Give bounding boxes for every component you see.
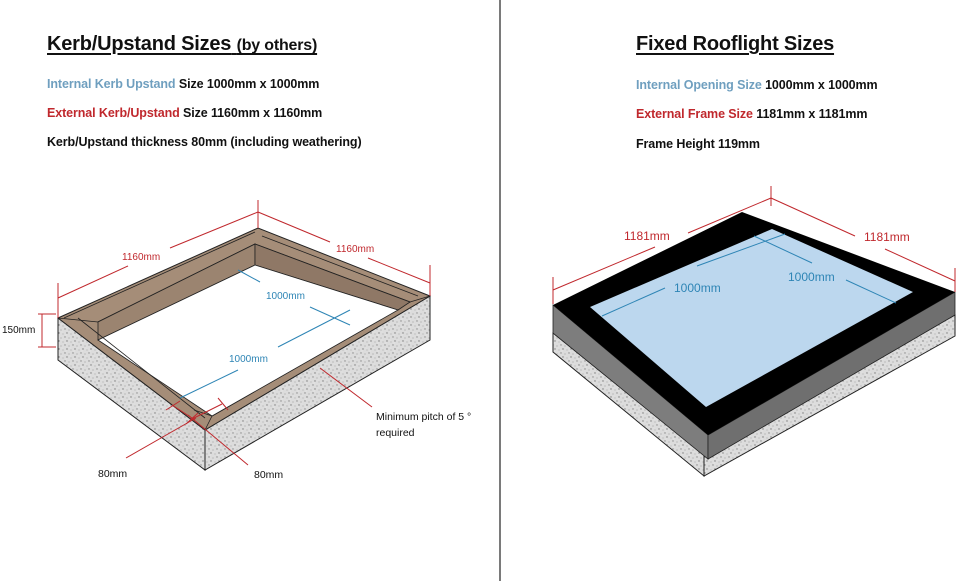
rooflight-spec-height-value: Frame Height 119mm	[636, 137, 760, 151]
dim-external-right	[257, 211, 431, 296]
rooflight-spec-external: External Frame Size 1181mm x 1181mm	[636, 107, 867, 121]
kerb-title-suffix: (by others)	[236, 37, 318, 54]
dim-height-label: 150mm	[2, 325, 35, 336]
kerb-diagram: 1160mm 1160mm 150mm 1000mm 1000mm	[2, 200, 471, 481]
rooflight-spec-external-label: External Frame Size	[636, 107, 753, 121]
rooflight-title: Fixed Rooflight Sizes	[636, 33, 835, 55]
dim-thickness-left-label: 80mm	[98, 468, 127, 480]
kerb-spec-internal-label: Internal Kerb Upstand	[47, 77, 176, 91]
dim-internal-front-label: 1000mm	[229, 354, 268, 365]
kerb-spec-internal-value: Size 1000mm x 1000mm	[178, 77, 320, 91]
dim-external-left	[57, 200, 259, 318]
rooflight-spec-internal: Internal Opening Size 1000mm x 1000mm	[636, 78, 878, 92]
dim-thickness-right-label: 80mm	[254, 469, 283, 481]
dim-internal-back	[237, 269, 351, 326]
kerb-spec-external-label: External Kerb/Upstand	[47, 106, 180, 120]
dim-internal-front	[179, 309, 351, 399]
kerb-spec-external: External Kerb/Upstand Size 1160mm x 1160…	[47, 106, 322, 120]
dim-external-right-label: 1160mm	[336, 244, 374, 255]
dim-thickness	[125, 367, 373, 466]
kerb-spec-thickness-value: Kerb/Upstand thickness 80mm (including w…	[47, 135, 362, 149]
pitch-note-line1: Minimum pitch of 5 °	[376, 411, 471, 423]
kerb-panel: Kerb/Upstand Sizes (by others) Internal …	[2, 33, 471, 481]
kerb-title-text: Kerb/Upstand Sizes	[47, 33, 232, 55]
rooflight-spec-internal-label: Internal Opening Size	[636, 78, 762, 92]
dim-external-left-label: 1160mm	[122, 252, 160, 263]
kerb-spec-internal: Internal Kerb Upstand Size 1000mm x 1000…	[47, 77, 319, 91]
dim-height	[38, 313, 56, 348]
pitch-note-line2: required	[376, 427, 415, 439]
rooflight-spec-height: Frame Height 119mm	[636, 137, 760, 151]
panel-divider	[499, 0, 501, 581]
kerb-spec-external-value: Size 1160mm x 1160mm	[183, 106, 323, 120]
rooflight-spec-external-value: 1181mm x 1181mm	[756, 107, 868, 121]
rooflight-panel: Fixed Rooflight Sizes Internal Opening S…	[501, 0, 970, 581]
kerb-title: Kerb/Upstand Sizes (by others)	[47, 33, 317, 56]
kerb-spec-thickness: Kerb/Upstand thickness 80mm (including w…	[47, 135, 362, 149]
dim-internal-back-label: 1000mm	[266, 291, 305, 302]
rooflight-spec-internal-value: 1000mm x 1000mm	[765, 78, 878, 92]
